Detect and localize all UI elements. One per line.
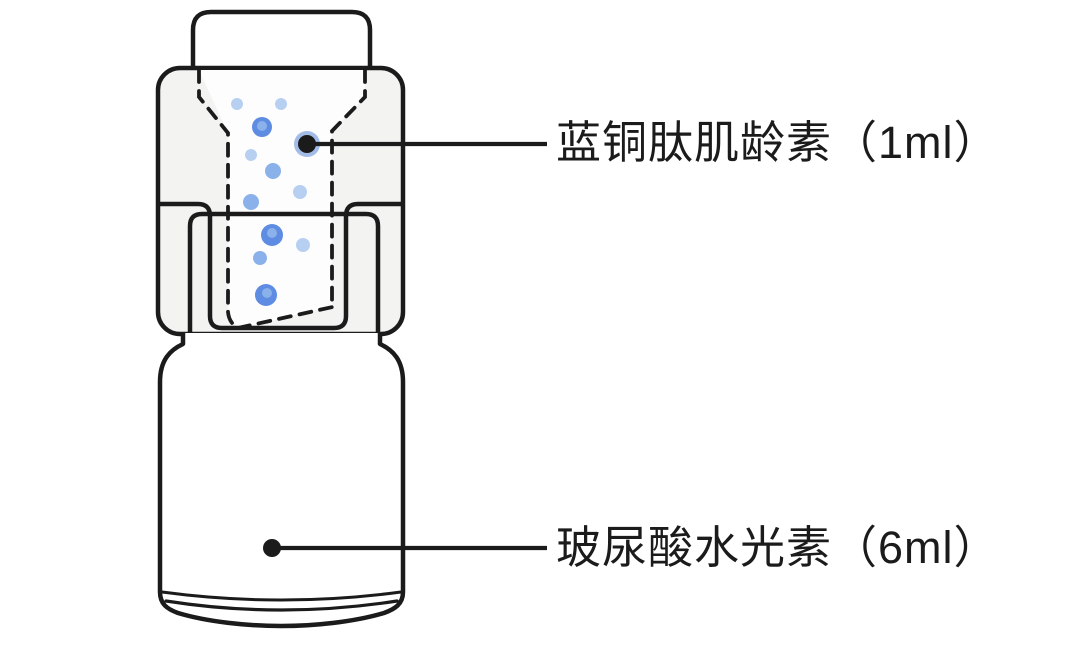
callout-label-hyaluronic: 玻尿酸水光素（6ml）	[556, 522, 1000, 573]
callout-label-copper-peptide: 蓝铜肽肌龄素（1ml）	[556, 117, 1000, 168]
serum-particles	[231, 98, 310, 306]
cap-inner-chamber	[199, 70, 365, 329]
bottle-base-lines	[160, 590, 403, 612]
callout-dot	[263, 539, 281, 557]
bottle-neck-flange	[187, 211, 381, 333]
cap-stopper-skirt	[160, 201, 401, 331]
vial-top-button	[190, 9, 373, 74]
bottle-body	[157, 333, 406, 629]
chamber-dashed-outline	[197, 68, 367, 330]
callout-dot	[298, 135, 316, 153]
callout-leader-copper-peptide	[294, 131, 547, 157]
callout-leader-hyaluronic	[263, 539, 547, 557]
